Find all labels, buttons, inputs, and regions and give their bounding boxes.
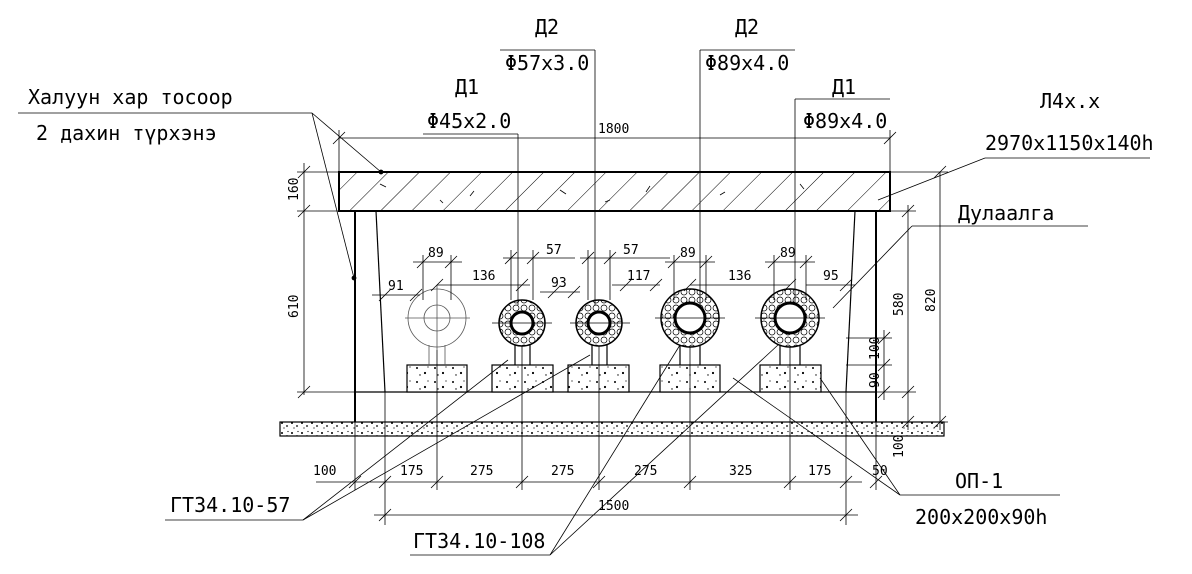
pipe-5 (755, 288, 825, 365)
pipe-2-spec: Φ57x3.0 (505, 51, 589, 75)
pipe-3-line: Д2 (735, 15, 759, 39)
right-inner-wall (845, 210, 856, 393)
pipe-4-line: Д1 (832, 75, 856, 99)
coating-note-line1: Халуун хар тосоор (28, 85, 233, 109)
cover-slab (338, 171, 891, 212)
dim-b175b: 175 (808, 464, 831, 479)
dim-b275a: 275 (470, 464, 493, 479)
dim-820: 820 (924, 289, 939, 312)
pipe-1 (405, 285, 470, 365)
slab-size: 2970x1150x140h (985, 131, 1154, 155)
pipes (405, 285, 825, 365)
pipe-3-spec: Φ89x4.0 (705, 51, 789, 75)
support-block-5 (759, 364, 822, 393)
dim-b275b: 275 (551, 464, 574, 479)
leader-lines (18, 49, 1150, 556)
dim-b1500: 1500 (598, 499, 629, 514)
dim-136b: 136 (728, 269, 751, 284)
dim-b50: 50 (872, 464, 888, 479)
support-name: ОП-1 (955, 469, 1003, 493)
left-inner-wall (375, 210, 386, 393)
dim-89c: 89 (780, 246, 796, 261)
dim-90: 90 (868, 372, 883, 388)
dim-136a: 136 (472, 269, 495, 284)
dimension-text: 1800 160 610 580 820 100 90 100 89 136 9… (287, 122, 939, 514)
slab-specks (379, 183, 805, 204)
slab-name: Л4х.х (1040, 89, 1100, 113)
insulation-label: Дулаалга (958, 201, 1054, 225)
dim-610: 610 (287, 295, 302, 318)
dim-100b: 100 (892, 435, 907, 458)
dim-89a: 89 (428, 246, 444, 261)
dim-100a: 100 (868, 337, 883, 360)
dimension-lines (297, 130, 948, 525)
structure (279, 171, 945, 437)
dim-160: 160 (287, 178, 302, 201)
dim-117: 117 (627, 269, 650, 284)
dim-89b: 89 (680, 246, 696, 261)
coating-note-line2: 2 дахин түрхэнэ (36, 121, 217, 145)
pipe-4-spec: Φ89x4.0 (803, 109, 887, 133)
pipe-2 (492, 299, 552, 365)
pipe-3 (570, 299, 630, 365)
dim-57b: 57 (623, 243, 639, 258)
support-size: 200x200x90h (915, 505, 1047, 529)
pipe-4 (655, 288, 725, 365)
pipe-1-spec: Φ45x2.0 (427, 109, 511, 133)
dim-95: 95 (823, 269, 839, 284)
dim-91: 91 (388, 279, 404, 294)
dim-b100: 100 (313, 464, 336, 479)
dim-b175a: 175 (400, 464, 423, 479)
dim-580: 580 (892, 293, 907, 316)
dim-57a: 57 (546, 243, 562, 258)
dim-b325: 325 (729, 464, 752, 479)
gt108-label: ГТ34.10-108 (413, 529, 545, 553)
support-block-2 (491, 364, 554, 393)
dim-b275c: 275 (634, 464, 657, 479)
dim-1800: 1800 (598, 122, 629, 137)
dim-93: 93 (551, 276, 567, 291)
pipe-1-line: Д1 (455, 75, 479, 99)
text-labels: Халуун хар тосоор 2 дахин түрхэнэ Д1 Φ45… (28, 15, 1154, 553)
gt57-label: ГТ34.10-57 (170, 493, 290, 517)
support-blocks (406, 364, 822, 393)
gravel-base (279, 421, 945, 437)
support-block-3 (567, 364, 630, 393)
pipe-2-line: Д2 (535, 15, 559, 39)
